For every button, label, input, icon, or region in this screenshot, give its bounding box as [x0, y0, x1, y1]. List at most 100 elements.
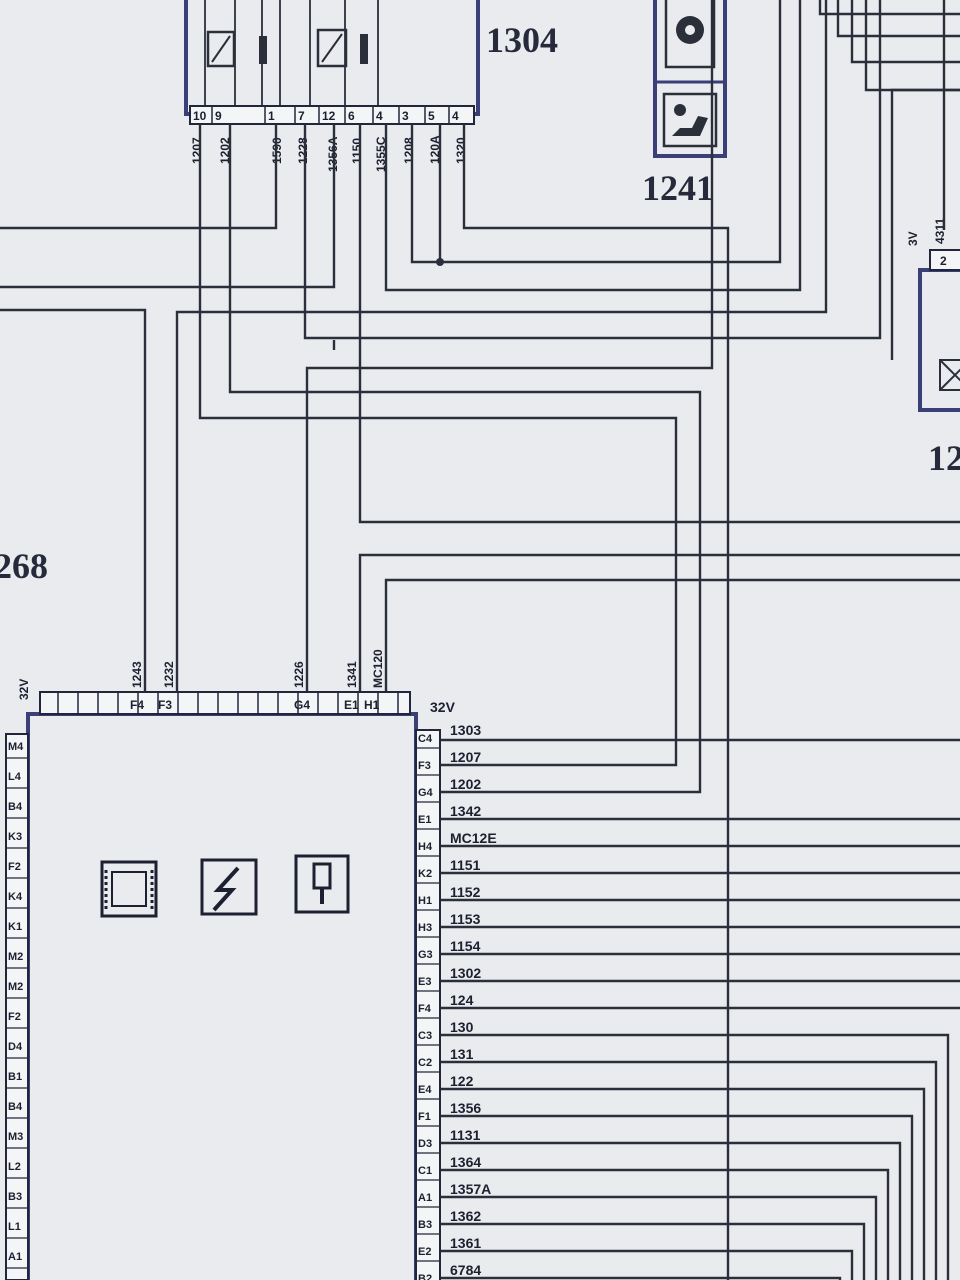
injector-icon — [294, 854, 350, 914]
unit-right-voltage: 3V — [906, 231, 920, 246]
ecu-top-wire-label: MC120 — [371, 649, 385, 688]
ecu-top-wire-labels: 1243 1232 1226 1341 MC120 — [130, 649, 385, 688]
ecu-right-wire-label: 1361 — [450, 1235, 481, 1251]
ecu-right-wire-label: 1207 — [450, 749, 481, 765]
relay-pin-label: 4 — [452, 109, 459, 123]
unit-right[interactable]: 2 3V 4311 12 — [906, 218, 960, 478]
ecu-right-wire-label: 1202 — [450, 776, 481, 792]
ecu-output-wire — [440, 1195, 878, 1280]
ecu-left-pin-label: K1 — [8, 921, 22, 933]
ecu-top-wire-label: 1226 — [292, 661, 306, 688]
ecu-right-wire-label: 1154 — [450, 938, 481, 954]
ecu-left-pin-label: A1 — [8, 1251, 22, 1263]
ecu-left-pin-label: M4 — [8, 741, 24, 753]
relay-pin-label: 4 — [376, 109, 383, 123]
ecu-right-wire-label: 1151 — [450, 857, 481, 873]
ecu-frame — [26, 712, 418, 1280]
ecu-output-wire — [440, 1141, 902, 1280]
relay-wire-label: 1150 — [350, 138, 364, 164]
ecu-right-pin-label: H4 — [418, 841, 433, 853]
unit-1241-frame — [653, 0, 727, 158]
ecu-right-wire-label: 130 — [450, 1019, 474, 1035]
ecu-right-wire-label: 6784 — [450, 1262, 481, 1278]
ecu-output-wire — [440, 1168, 890, 1280]
ecu-left-pin-label: B4 — [8, 801, 23, 813]
ecu-right-pin-label: C3 — [418, 1030, 432, 1042]
ecu-right-wire-label: MC12E — [450, 830, 497, 846]
ecu-right-wire-label: 1356 — [450, 1100, 481, 1116]
ecu-right-wire-label: 122 — [450, 1073, 474, 1089]
ecu-left-pin-label: B1 — [8, 1071, 22, 1083]
ecu-right-pin-label: B3 — [418, 1219, 432, 1231]
ecu-right-wire-label: 1357A — [450, 1181, 491, 1197]
ecu-left-pin-label: M2 — [8, 951, 23, 963]
ecu-output-wires — [440, 817, 960, 1280]
heater-seat-icon — [662, 92, 718, 148]
relay-wire-label: 1355C — [374, 136, 388, 172]
ecu-right-pin-label: A1 — [418, 1192, 432, 1204]
ecu-left-pin-label: L1 — [8, 1221, 21, 1233]
ecu-left-pin-label: B3 — [8, 1191, 22, 1203]
relay-1304-label: 1304 — [486, 20, 558, 60]
ecu-right-wire-label: 131 — [450, 1046, 474, 1062]
ecu-top-pin-label: H1 — [364, 698, 380, 712]
ecu-output-wire — [440, 1087, 926, 1280]
ecu-top-voltage: 32V — [17, 679, 31, 700]
ecu-right-pin-label: G3 — [418, 949, 433, 961]
ecu-left-pin-label: K3 — [8, 831, 22, 843]
ecu-right-pin-label: F3 — [418, 760, 431, 772]
unit-1241[interactable]: 1241 — [642, 0, 727, 208]
relay-coil-icon — [204, 0, 281, 105]
relay-pin-label: 9 — [215, 109, 222, 123]
ecu-top-wire-label: 1243 — [130, 661, 144, 688]
ecu-right-pin-label: C2 — [418, 1057, 432, 1069]
relay-wire-label: 120A — [428, 135, 442, 164]
ecu-left-pin-label: L4 — [8, 771, 22, 783]
relay-pin-label: 12 — [322, 109, 336, 123]
unit-1241-label: 1241 — [642, 168, 714, 208]
ecu-right-pin-label: F1 — [418, 1111, 431, 1123]
ecu-left-pin-label: F2 — [8, 861, 21, 873]
ecu-top-wire-label: 1232 — [162, 661, 176, 688]
ecu-right-pin-label: B2 — [418, 1273, 432, 1280]
ecu-right-pin-label: G4 — [418, 787, 434, 799]
ecu-right-pin-label: E4 — [418, 1084, 432, 1096]
lightning-icon — [200, 858, 258, 916]
relay-1304-frame — [184, 0, 480, 116]
ecu-output-wire — [440, 1222, 866, 1280]
ecu-left-pin-label: B4 — [8, 1101, 23, 1113]
relay-1304-pin-strip — [189, 105, 475, 125]
ecu-right-wire-label: 1364 — [450, 1154, 481, 1170]
unit-right-pin: 2 — [940, 254, 947, 268]
relay-pin-label: 6 — [348, 109, 355, 123]
ecu-right-wire-label: 1131 — [450, 1127, 481, 1143]
ecu-right-pin-label: E1 — [418, 814, 431, 826]
cross-box-icon — [939, 359, 960, 391]
ecu-right-pin-label: E2 — [418, 1246, 431, 1258]
ecu-top-pin-label: F4 — [130, 698, 144, 712]
relay-pin-label: 3 — [402, 109, 409, 123]
relay-pin-label: 7 — [298, 109, 305, 123]
ecu-right-wire-label: 1152 — [450, 884, 481, 900]
ecu-top-pin-label: E1 — [344, 698, 359, 712]
ecu-right-voltage: 32V — [430, 699, 456, 715]
ecu-right-pin-label: C1 — [418, 1165, 432, 1177]
relay-wire-label: 1320 — [454, 137, 468, 164]
ecu-output-wire — [440, 1249, 854, 1280]
ecu-output-wire — [440, 1114, 914, 1280]
ecu-top-wire-label: 1341 — [345, 661, 359, 688]
ecu-right-pin-label: H1 — [418, 895, 432, 907]
ecu-right-pin-label: E3 — [418, 976, 431, 988]
ecu-left-pin-label: D4 — [8, 1041, 23, 1053]
ecu-right-wire-label: 1303 — [450, 722, 481, 738]
ecu-right-wire-label: 1302 — [450, 965, 481, 981]
